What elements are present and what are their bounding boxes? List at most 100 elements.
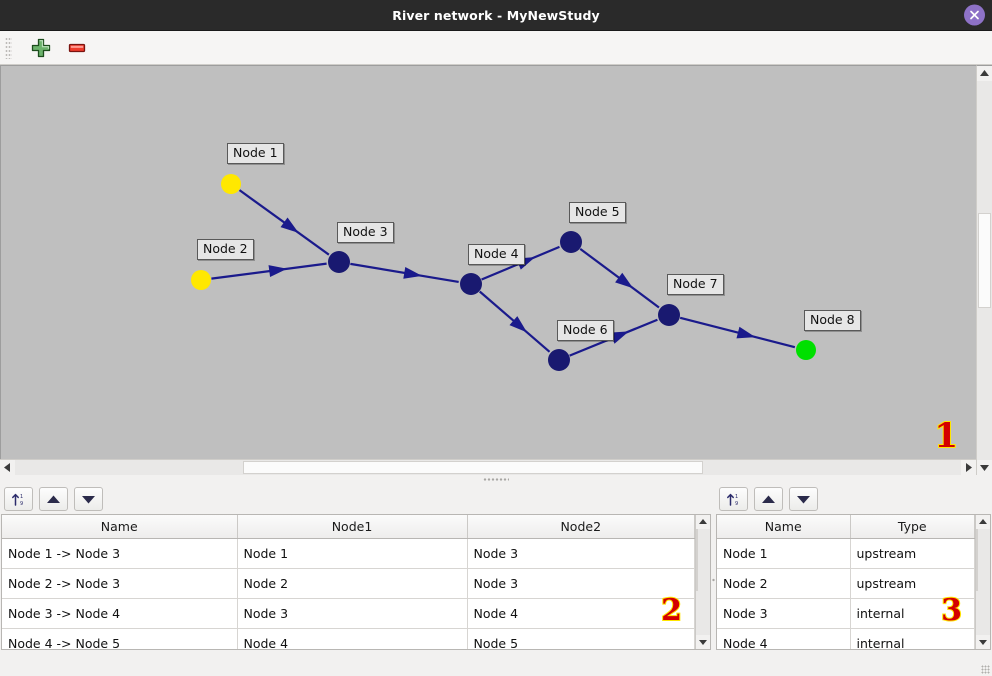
edge-arrow-icon xyxy=(615,272,634,289)
graph-node-label[interactable]: Node 7 xyxy=(667,274,724,295)
toolbar-drag-handle[interactable] xyxy=(5,36,12,59)
table-cell[interactable]: Node 4 -> Node 5 xyxy=(2,628,238,649)
table-cell[interactable]: Node 3 -> Node 4 xyxy=(2,598,238,629)
graph-node-label[interactable]: Node 8 xyxy=(804,310,861,331)
canvas-hscroll-track[interactable] xyxy=(15,460,961,475)
graph-node-label[interactable]: Node 2 xyxy=(197,239,254,260)
table-cell[interactable]: Node 1 -> Node 3 xyxy=(2,538,238,569)
reaches-vscroll-thumb[interactable] xyxy=(696,529,698,591)
table-cell[interactable]: Node 5 xyxy=(467,628,695,649)
graph-node-label[interactable]: Node 5 xyxy=(569,202,626,223)
table-cell[interactable]: Node 2 -> Node 3 xyxy=(2,568,238,599)
reaches-vscroll-track[interactable] xyxy=(696,529,710,635)
edge[interactable] xyxy=(679,316,796,349)
scroll-down-button[interactable] xyxy=(977,460,992,475)
horizontal-splitter[interactable] xyxy=(0,475,992,484)
reaches-move-down-button[interactable] xyxy=(74,487,103,511)
graph-node-label[interactable]: Node 6 xyxy=(557,320,614,341)
add-node-icon[interactable] xyxy=(30,37,52,59)
graph-node[interactable] xyxy=(796,340,816,360)
nodes-vscroll-track[interactable] xyxy=(976,529,990,635)
scroll-right-button[interactable] xyxy=(961,460,976,475)
edge[interactable] xyxy=(211,262,327,280)
scroll-left-button[interactable] xyxy=(0,460,15,475)
nodes-vertical-scrollbar[interactable] xyxy=(975,515,990,649)
canvas-vscroll-track[interactable] xyxy=(977,81,992,460)
graph-node-label[interactable]: Node 1 xyxy=(227,143,284,164)
nodes-vscroll-thumb[interactable] xyxy=(976,529,978,591)
arrow-up-icon xyxy=(47,495,60,503)
table-cell[interactable]: internal xyxy=(850,628,975,649)
network-canvas[interactable]: Node 1 Node 2 Node 3 Node 4 Node 5 Node 6 Node… xyxy=(0,65,976,459)
arrow-up-icon xyxy=(762,495,775,503)
reaches-scroll-up-button[interactable] xyxy=(696,515,710,529)
graph-node[interactable] xyxy=(191,270,211,290)
table-cell[interactable]: Node 4 xyxy=(237,628,468,649)
close-window-button[interactable] xyxy=(964,4,985,26)
column-header[interactable]: Type xyxy=(850,515,975,539)
graph-node[interactable] xyxy=(328,251,350,273)
table-cell[interactable]: internal xyxy=(850,598,975,629)
resize-grip-icon[interactable] xyxy=(981,665,990,674)
diagram-viewport: Node 1 Node 2 Node 3 Node 4 Node 5 Node 6 Node… xyxy=(0,65,976,475)
column-header[interactable]: Node1 xyxy=(237,515,468,539)
nodes-scroll-up-button[interactable] xyxy=(976,515,990,529)
reaches-vertical-scrollbar[interactable] xyxy=(695,515,710,649)
edge-arrow-icon xyxy=(280,217,299,233)
table-cell[interactable]: Node 1 xyxy=(717,538,851,569)
graph-node-label[interactable]: Node 3 xyxy=(337,222,394,243)
edge-arrow-icon xyxy=(403,266,423,279)
canvas-horizontal-scrollbar[interactable] xyxy=(0,459,976,475)
table-cell[interactable]: Node 2 xyxy=(717,568,851,599)
edge-arrow-icon xyxy=(736,326,756,339)
nodes-move-up-button[interactable] xyxy=(754,487,783,511)
table-cell[interactable]: Node 3 xyxy=(467,538,695,569)
table-cell[interactable]: Node 3 xyxy=(467,568,695,599)
column-header[interactable]: Name xyxy=(717,515,851,539)
table-cell[interactable]: Node 4 xyxy=(717,628,851,649)
canvas-vscroll-thumb[interactable] xyxy=(978,213,991,308)
reaches-move-up-button[interactable] xyxy=(39,487,68,511)
svg-text:9: 9 xyxy=(735,501,738,507)
table-cell[interactable]: Node 3 xyxy=(237,598,468,629)
edge-arrow-icon xyxy=(609,331,629,344)
reaches-scroll-down-button[interactable] xyxy=(696,635,710,649)
canvas-vertical-scrollbar[interactable] xyxy=(976,65,992,475)
table-cell[interactable]: upstream xyxy=(850,538,975,569)
table-cell[interactable]: Node 1 xyxy=(237,538,468,569)
sort-ascending-icon: 1 9 xyxy=(12,493,23,507)
canvas-hscroll-thumb[interactable] xyxy=(243,461,703,474)
graph-node-label[interactable]: Node 4 xyxy=(468,244,525,265)
vertical-splitter[interactable] xyxy=(712,484,715,676)
graph-node[interactable] xyxy=(658,304,680,326)
delete-node-icon[interactable] xyxy=(66,37,88,59)
table-cell[interactable]: Node 4 xyxy=(467,598,695,629)
table-cell[interactable]: upstream xyxy=(850,568,975,599)
graph-node[interactable] xyxy=(221,174,241,194)
graph-node[interactable] xyxy=(548,349,570,371)
reaches-sort-button[interactable]: 1 9 xyxy=(4,487,33,511)
nodes-move-down-button[interactable] xyxy=(789,487,818,511)
table-cell[interactable]: Node 3 xyxy=(717,598,851,629)
graph-node[interactable] xyxy=(560,231,582,253)
nodes-sort-button[interactable]: 1 9 xyxy=(719,487,748,511)
edge-arrow-icon xyxy=(509,316,528,333)
graph-node[interactable] xyxy=(460,273,482,295)
annotation-marker-1: 1 xyxy=(933,416,959,456)
column-header[interactable]: Name xyxy=(2,515,238,539)
scroll-up-button[interactable] xyxy=(977,66,992,81)
table-cell[interactable]: Node 2 xyxy=(237,568,468,599)
column-header[interactable]: Node2 xyxy=(467,515,695,539)
nodes-scroll-down-button[interactable] xyxy=(976,635,990,649)
